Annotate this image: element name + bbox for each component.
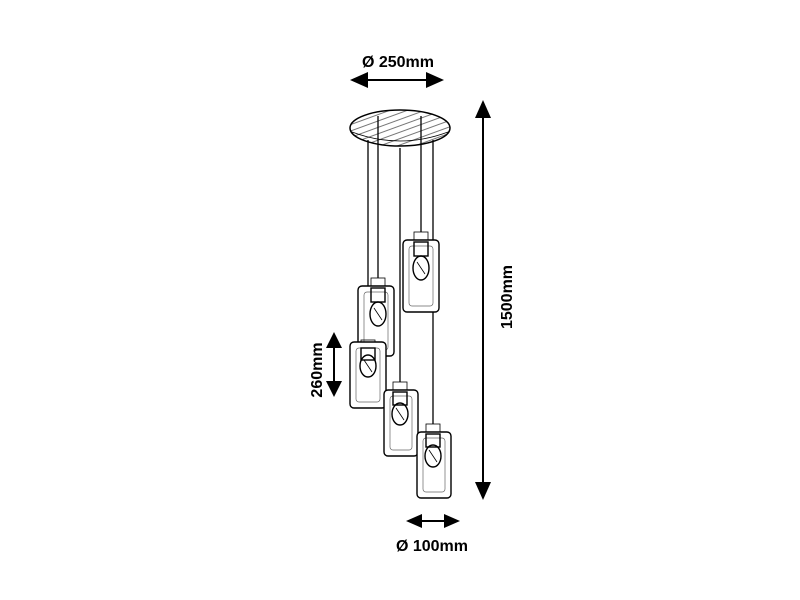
- shade-height-dimension: 260mm: [309, 332, 342, 398]
- arrow-left-icon: [350, 72, 368, 88]
- pendant-shade: [349, 339, 387, 409]
- pendant-shade: [383, 381, 419, 457]
- shade-diameter-dimension: Ø 100mm: [396, 514, 468, 555]
- pendant-shade: [357, 277, 395, 357]
- shade-diameter-label: Ø 100mm: [396, 538, 468, 555]
- canopy-diameter-dimension: Ø 250mm: [350, 54, 444, 88]
- pendant-shade: [416, 423, 452, 499]
- ceiling-canopy: [349, 109, 451, 147]
- arrow-up-icon: [475, 100, 491, 118]
- arrow-right-icon: [444, 514, 460, 528]
- arrow-down-icon: [326, 381, 342, 397]
- arrow-down-icon: [475, 482, 491, 500]
- total-height-label: 1500mm: [499, 265, 516, 329]
- total-height-dimension: 1500mm: [475, 100, 516, 500]
- pendant-shade: [402, 231, 440, 313]
- shade-height-label: 260mm: [309, 342, 326, 397]
- arrow-left-icon: [406, 514, 422, 528]
- arrow-right-icon: [426, 72, 444, 88]
- arrow-up-icon: [326, 332, 342, 348]
- canopy-diameter-label: Ø 250mm: [362, 54, 434, 71]
